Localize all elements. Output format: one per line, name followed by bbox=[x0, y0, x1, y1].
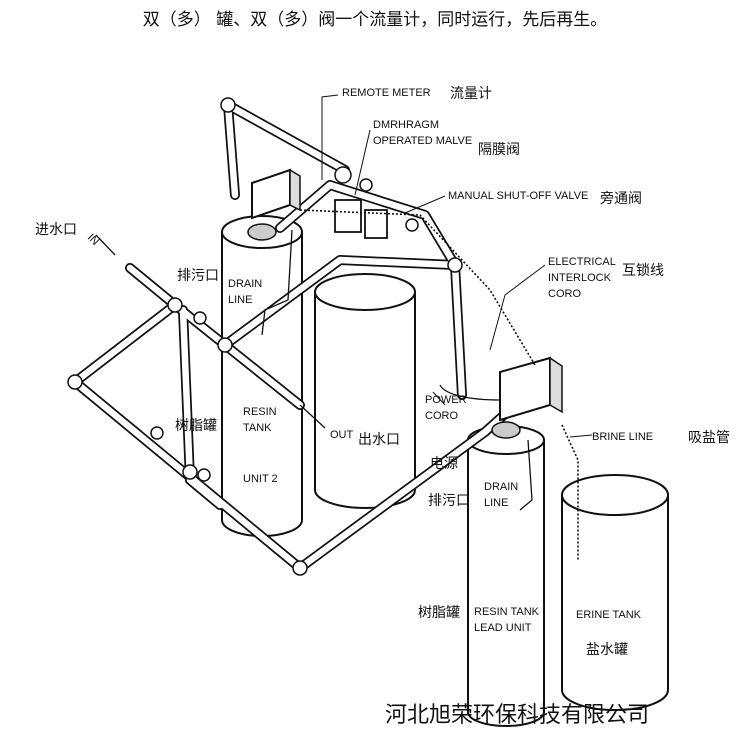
outlet-arrow bbox=[299, 404, 326, 429]
drain-outlet-label-bottom: 排污口 bbox=[428, 493, 470, 509]
resin-tank-unit-2-label-2: TANK bbox=[243, 422, 272, 434]
resin-tank-back bbox=[314, 273, 416, 509]
drain-line-label-unit-2-2: LINE bbox=[228, 294, 252, 306]
drain-line-label-unit-2-1: DRAIN bbox=[228, 278, 262, 290]
resin-tank-lead-label-zh: 树脂罐 bbox=[418, 605, 460, 621]
resin-tank-lead-unit bbox=[467, 425, 545, 727]
interlock-label-3: CORO bbox=[548, 288, 581, 300]
diagram-title: 双（多） 罐、双（多）阀一个流量计，同时运行，先后再生。 bbox=[143, 10, 607, 30]
brine-tank bbox=[561, 474, 669, 711]
outlet-label-en: OUT bbox=[330, 429, 354, 441]
control-head-unit-2 bbox=[247, 168, 301, 241]
resin-tank-unit-2-label-3: UNIT 2 bbox=[243, 473, 278, 485]
control-head-lead-unit bbox=[491, 356, 563, 439]
brine-tank-label: ERINE TANK bbox=[576, 609, 642, 621]
power-cord-label-zh: 电源 bbox=[430, 456, 458, 472]
brine-line-label-zh: 吸盐管 bbox=[688, 430, 730, 446]
power-cord-label-2: CORO bbox=[425, 410, 458, 422]
electrical-interlock-cord bbox=[299, 209, 536, 366]
company-name: 河北旭荣环保科技有限公司 bbox=[385, 703, 649, 728]
interlock-label-zh: 互锁线 bbox=[622, 263, 664, 279]
drain-outlet-label-top: 排污口 bbox=[177, 268, 219, 284]
pipe-joints bbox=[67, 97, 463, 576]
brine-tank-label-zh: 盐水罐 bbox=[586, 642, 628, 658]
drain-line-unit-2 bbox=[261, 229, 293, 336]
manual-valves bbox=[150, 178, 419, 482]
remote-meter-label: REMOTE METER bbox=[342, 87, 431, 99]
drain-line-lead-unit bbox=[519, 439, 533, 511]
inlet-label-zh: 进水口 bbox=[35, 222, 77, 238]
resin-tank-lead-label-1: RESIN TANK bbox=[474, 606, 540, 618]
remote-meter-label-zh: 流量计 bbox=[450, 86, 492, 102]
brine-line bbox=[561, 424, 579, 560]
resin-tank-unit-2-label-zh: 树脂罐 bbox=[175, 418, 217, 434]
interlock-label-2: INTERLOCK bbox=[548, 272, 612, 284]
diaphragm-valve-label-1: DMRHRAGM bbox=[373, 119, 439, 131]
manual-valve-label: MANUAL SHUT-OFF VALVE bbox=[448, 190, 588, 202]
resin-tank-unit-2-label-1: RESIN bbox=[243, 406, 277, 418]
inlet-arrow bbox=[95, 234, 116, 256]
drain-line-label-lead-2: LINE bbox=[484, 497, 508, 509]
diaphragm-valve-label-2: OPERATED MALVE bbox=[373, 135, 472, 147]
interlock-label-1: ELECTRICAL bbox=[548, 256, 616, 268]
power-cord bbox=[439, 384, 501, 401]
leader-lines bbox=[321, 94, 593, 438]
inlet-label-en: IN bbox=[85, 232, 101, 248]
resin-tank-lead-label-2: LEAD UNIT bbox=[474, 622, 532, 634]
diaphragm-valve-label-zh: 隔膜阀 bbox=[478, 142, 520, 158]
drain-line-label-lead-1: DRAIN bbox=[484, 481, 518, 493]
manual-valve-label-zh: 旁通阀 bbox=[600, 190, 642, 207]
power-cord-label-1: POWER bbox=[425, 394, 467, 406]
diaphragm-valve-assembly bbox=[334, 166, 388, 239]
brine-line-label: BRINE LINE bbox=[592, 431, 653, 443]
outlet-label-zh: 出水口 bbox=[358, 432, 400, 448]
